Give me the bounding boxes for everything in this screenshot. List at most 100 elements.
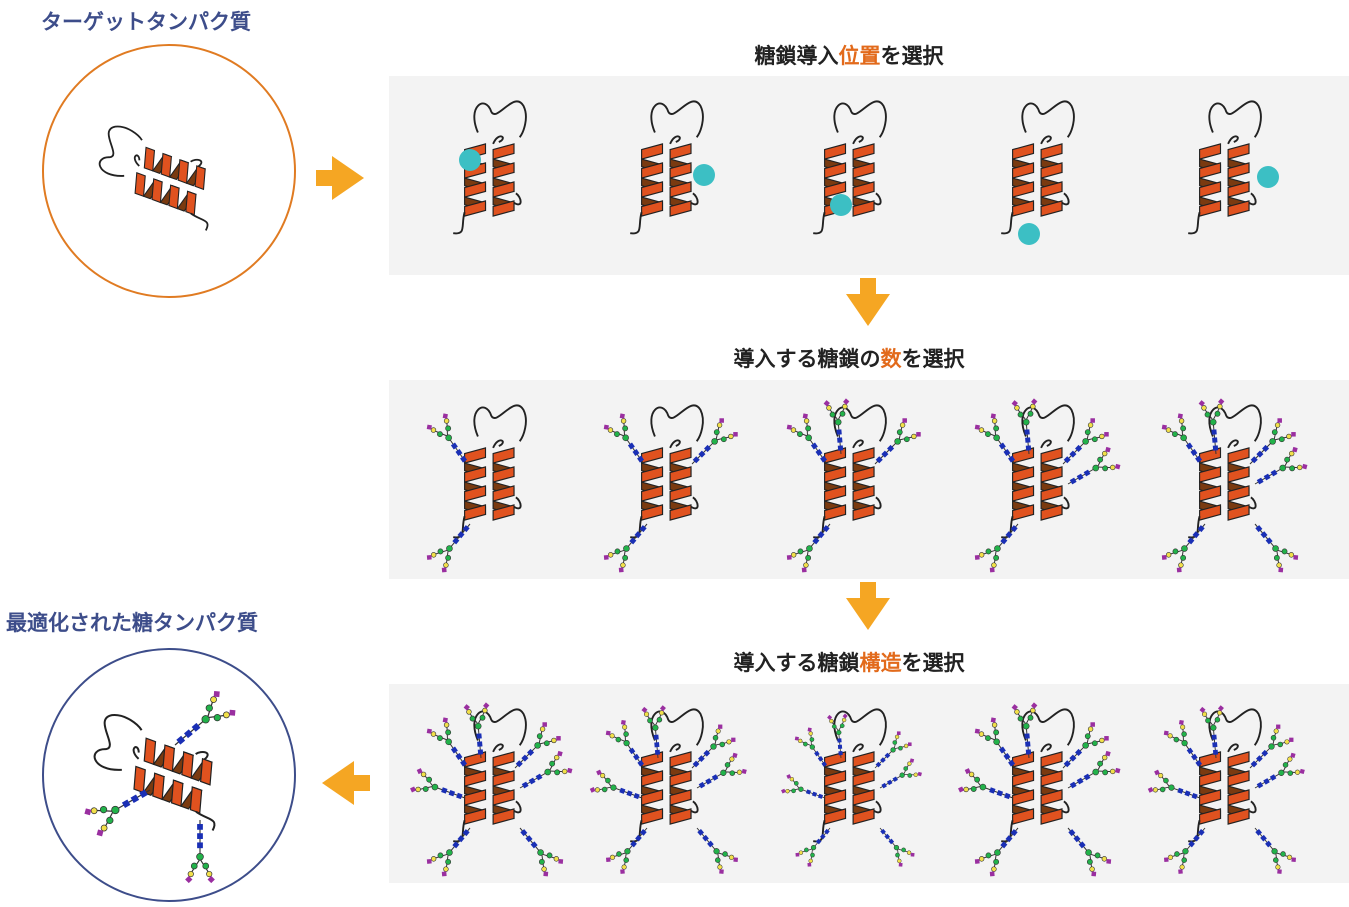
- protein-icon: [629, 404, 704, 539]
- glycan-icon: [424, 715, 479, 776]
- structure-variant: [956, 701, 1123, 879]
- protein-icon: [1000, 404, 1075, 539]
- glycan-icon: [1244, 515, 1301, 575]
- glycan-icon: [682, 721, 739, 778]
- glycan-icon: [424, 411, 479, 472]
- glycan-icon: [687, 819, 741, 877]
- structure-variants: [408, 701, 1307, 879]
- protein-icon: [1187, 404, 1262, 539]
- step2-title-post: を選択: [901, 347, 965, 371]
- count-variants: [424, 397, 1310, 575]
- glycan-icon: [972, 819, 1029, 879]
- protein-icon: [1187, 100, 1262, 235]
- glycan-icon: [1159, 515, 1216, 575]
- position-variant: [452, 100, 527, 235]
- glycan-icon: [1061, 748, 1123, 800]
- step1-title: 糖鎖導入位置を選択: [389, 40, 1309, 70]
- glycosylation-site-marker: [693, 164, 715, 186]
- optimized-glycoprotein-label: 最適化された糖タンパク質: [6, 611, 258, 635]
- step3-title-post: を選択: [901, 651, 965, 675]
- glycan-icon: [784, 515, 841, 575]
- protein-icon: [812, 100, 887, 235]
- glycan-icon: [424, 515, 481, 575]
- protein-icon: [452, 708, 527, 843]
- position-variant: [812, 100, 887, 235]
- glycan-icon: [865, 415, 924, 474]
- result-circle: [42, 648, 296, 902]
- arrow-down-icon: [846, 278, 890, 326]
- glycan-icon: [1159, 411, 1214, 472]
- position-variant: [629, 100, 715, 235]
- glycan-icon: [601, 411, 656, 472]
- step1-title-highlight: 位置: [838, 44, 881, 68]
- glycan-icon: [1245, 819, 1299, 877]
- count-panel: [389, 380, 1349, 579]
- arrow-down-icon: [846, 582, 890, 630]
- glycan-icon: [792, 725, 836, 775]
- step3-title: 導入する糖鎖構造を選択: [389, 647, 1309, 677]
- structure-variant: [408, 701, 575, 879]
- count-variant: [601, 404, 741, 575]
- glycan-icon: [972, 715, 1027, 776]
- glycan-icon: [779, 772, 829, 809]
- glycan-icon: [1161, 819, 1215, 877]
- glycan-icon: [1240, 721, 1297, 778]
- glycan-icon: [793, 820, 839, 869]
- glycan-icon: [603, 717, 655, 776]
- glycan-icon: [1061, 444, 1123, 496]
- glycan-icon: [826, 712, 852, 760]
- glycan-icon: [1248, 444, 1310, 496]
- glycan-icon: [1010, 397, 1043, 456]
- structure-panel: [389, 684, 1349, 883]
- glycan-icon: [509, 819, 566, 879]
- glycan-icon: [972, 515, 1029, 575]
- glycan-icon: [505, 719, 564, 778]
- structure-variant: [588, 704, 749, 877]
- protein-icon: [452, 404, 527, 539]
- glycan-icon: [1053, 719, 1112, 778]
- protein-icon: [812, 404, 887, 539]
- glycan-icon: [956, 766, 1018, 811]
- glycan-icon: [1240, 415, 1299, 474]
- glycosylation-site-marker: [459, 149, 481, 171]
- glycan-icon: [682, 415, 741, 474]
- glycan-icon: [513, 748, 575, 800]
- glycan-icon: [1057, 819, 1114, 879]
- glycosylation-site-marker: [1257, 166, 1279, 188]
- protein-icon: [629, 708, 704, 843]
- glycan-icon: [972, 411, 1027, 472]
- glycan-icon: [424, 819, 481, 879]
- glycosylation-site-marker: [830, 194, 852, 216]
- step3-title-pre: 導入する糖鎖: [733, 651, 860, 675]
- position-variant: [1000, 100, 1075, 245]
- glycosylation-site-marker: [1018, 223, 1040, 245]
- glycan-icon: [1161, 717, 1213, 776]
- glycan-icon: [871, 820, 917, 869]
- count-variant: [784, 397, 924, 575]
- position-variants: [452, 100, 1279, 245]
- protein-icon: [1000, 708, 1075, 843]
- count-variant: [424, 404, 527, 575]
- step1-title-pre: 糖鎖導入: [754, 44, 839, 68]
- glycan-icon: [588, 768, 647, 811]
- glycan-icon: [462, 701, 495, 760]
- protein-icon: [1000, 100, 1075, 235]
- step3-title-highlight: 構造: [859, 651, 902, 675]
- step2-title-highlight: 数: [880, 347, 902, 371]
- glycan-icon: [874, 756, 924, 798]
- glycan-icon: [1053, 415, 1112, 474]
- glycan-icon: [784, 411, 839, 472]
- glycan-icon: [601, 515, 658, 575]
- glycan-icon: [603, 819, 657, 877]
- position-panel: [389, 76, 1349, 275]
- glycan-icon: [1197, 397, 1230, 456]
- target-protein-label: ターゲットタンパク質: [41, 10, 251, 34]
- structure-variant: [779, 708, 924, 869]
- step1-title-post: を選択: [880, 44, 944, 68]
- arrow-right-icon: [316, 156, 364, 200]
- arrow-left-icon: [322, 761, 370, 805]
- glycan-icon: [1146, 768, 1205, 811]
- glycan-icon: [408, 766, 470, 811]
- count-variant: [972, 397, 1123, 575]
